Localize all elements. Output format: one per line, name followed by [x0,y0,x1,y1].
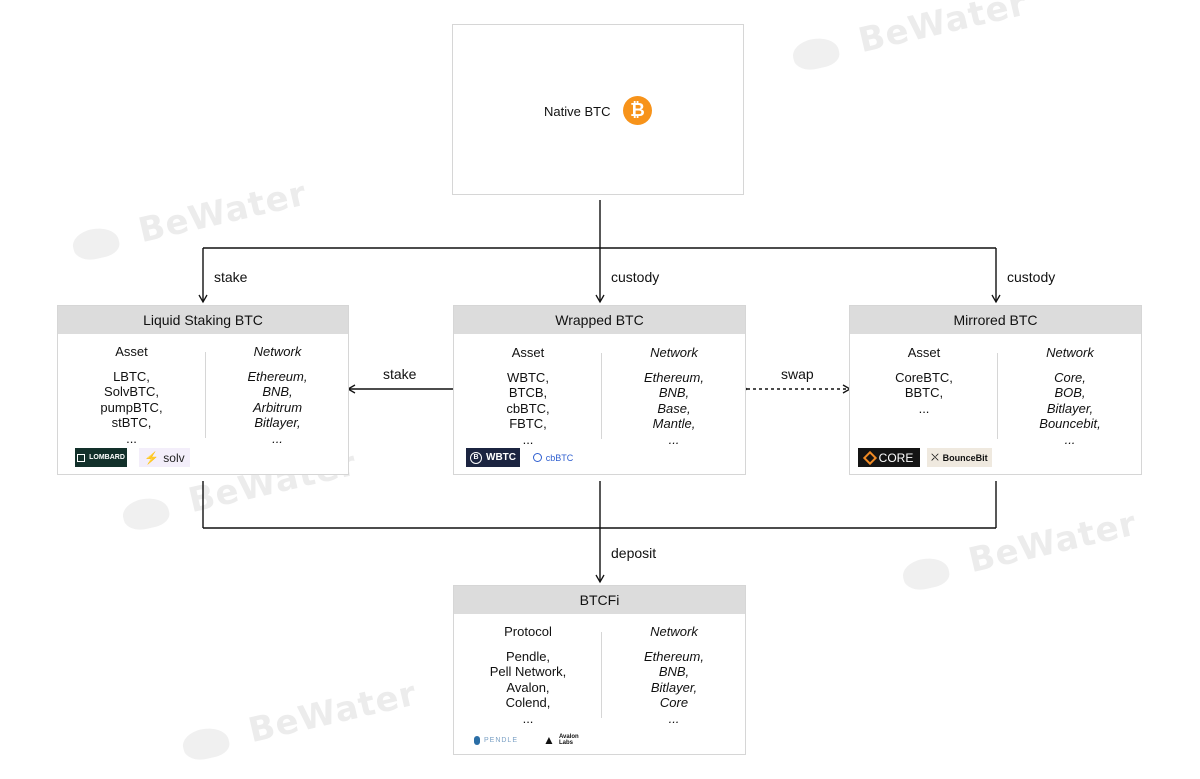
btcfi-box: BTCFi Protocol Pendle, Pell Network, Ava… [453,585,746,755]
network-item: Ethereum, [644,369,704,385]
network-item: Ethereum, [644,648,704,664]
protocol-item: Colend, [505,695,551,710]
network-item: BNB, [262,384,293,399]
edge-label-stake-left: stake [214,269,248,285]
network-item: BOB, [1054,385,1086,400]
protocol-header: Protocol [504,624,552,639]
column-divider [205,352,206,438]
wrapped-btc-box: Wrapped BTC Asset WBTC, BTCB, cbBTC, FBT… [453,305,746,475]
network-item: Bitlayer, [1046,400,1094,416]
mirrored-btc-box: Mirrored BTC Asset CoreBTC, BBTC, ... Ne… [849,305,1142,475]
btcfi-protocol-column: Protocol Pendle, Pell Network, Avalon, C… [454,624,602,726]
asset-item: CoreBTC, [895,369,953,385]
pendle-icon [473,735,480,745]
cbbtc-logo: cbBTC [531,448,575,467]
network-header: Network [650,345,698,360]
network-item: Mantle, [652,416,696,431]
network-item: Base, [657,400,691,416]
native-btc-label: Native BTC [544,104,611,119]
avalon-logo: ▲ Avalon Labs [543,733,579,747]
protocol-item: Avalon, [506,679,550,695]
network-header: Network [253,344,302,359]
network-item: BNB, [658,664,690,679]
edge-label-custody-right: custody [1007,269,1056,285]
mirrored-btc-title: Mirrored BTC [850,306,1141,334]
asset-item: ... [522,431,534,447]
column-divider [997,353,998,439]
network-item: Core, [1054,369,1086,385]
wbtc-logo: B WBTC [466,448,520,467]
wbtc-icon: B [470,451,482,464]
network-item: BNB, [658,385,690,400]
bouncebit-logo: ⤬ BounceBit [927,448,992,467]
network-header: Network [650,624,698,639]
liquid-network-column: Network Ethereum, BNB, Arbitrum Bitlayer… [205,344,350,446]
liquid-asset-column: Asset LBTC, SolvBTC, pumpBTC, stBTC, ... [58,344,205,446]
network-item: ... [668,710,680,726]
network-item: ... [1064,431,1076,447]
wrapped-asset-column: Asset WBTC, BTCB, cbBTC, FBTC, ... [454,345,602,447]
network-item: Core [659,695,689,710]
network-item: ... [272,430,283,446]
column-divider [601,632,602,718]
pendle-logo: PENDLE [470,733,522,747]
network-item: Bitlayer, [650,679,698,695]
network-item: Arbitrum [252,399,303,415]
asset-item: BBTC, [904,385,944,400]
bitcoin-icon: ₿ [623,96,652,125]
column-divider [601,353,602,439]
edge-label-stake-mid: stake [383,366,417,382]
edge-label-deposit: deposit [611,545,657,561]
asset-item: FBTC, [509,416,547,431]
network-item: Bitlayer, [254,415,301,430]
core-icon [862,450,877,465]
asset-item: pumpBTC, [100,399,163,415]
liquid-staking-title: Liquid Staking BTC [58,306,348,334]
native-btc-box: Native BTC ₿ [452,24,744,195]
btcfi-title: BTCFi [454,586,745,614]
asset-item: ... [918,400,930,416]
protocol-item: Pell Network, [489,664,567,679]
asset-item: SolvBTC, [104,384,159,399]
network-header: Network [1046,345,1094,360]
asset-item: LBTC, [113,368,150,384]
network-item: Ethereum, [247,368,308,384]
edge-label-custody-center: custody [611,269,660,285]
asset-header: Asset [907,345,941,360]
asset-item: stBTC, [111,415,152,430]
cbbtc-icon [532,453,542,462]
wrapped-network-column: Network Ethereum, BNB, Base, Mantle, ... [601,345,747,447]
solv-icon: ⚡ [144,450,160,465]
protocol-item: ... [522,710,534,726]
bouncebit-icon: ⤬ [931,452,939,462]
liquid-staking-box: Liquid Staking BTC Asset LBTC, SolvBTC, … [57,305,349,475]
lombard-icon [77,453,86,462]
network-item: ... [668,431,680,447]
protocol-item: Pendle, [505,648,551,664]
core-logo: CORE [858,448,920,467]
asset-item: ... [126,430,137,446]
mirrored-network-column: Network Core, BOB, Bitlayer, Bouncebit, … [997,345,1143,447]
wrapped-btc-title: Wrapped BTC [454,306,745,334]
edge-label-swap: swap [781,366,814,382]
asset-item: BTCB, [508,385,548,400]
btcfi-network-column: Network Ethereum, BNB, Bitlayer, Core ..… [601,624,747,726]
solv-logo: ⚡ solv [139,448,190,467]
asset-header: Asset [115,344,148,359]
mirrored-asset-column: Asset CoreBTC, BBTC, ... [850,345,998,416]
asset-item: WBTC, [507,369,549,385]
asset-item: cbBTC, [506,400,550,416]
lombard-logo: LOMBARD [75,448,127,467]
network-item: Bouncebit, [1039,416,1101,431]
asset-header: Asset [511,345,545,360]
avalon-icon: ▲ [543,733,555,747]
